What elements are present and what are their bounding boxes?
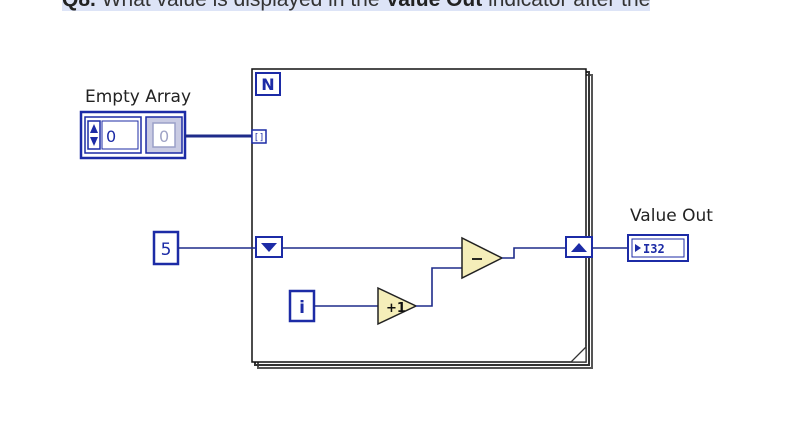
- numeric-constant[interactable]: 5: [152, 230, 180, 266]
- svg-text:[]: []: [254, 133, 265, 143]
- up-arrow-icon: [571, 243, 587, 252]
- auto-index-tunnel[interactable]: []: [251, 129, 267, 144]
- question-bold-term: Value Out: [385, 0, 482, 11]
- increment-wire[interactable]: [416, 267, 462, 307]
- down-arrow-icon: [261, 243, 277, 252]
- shift-register-left[interactable]: [255, 236, 283, 258]
- index-increment-arrows-icon[interactable]: [87, 120, 101, 150]
- count-terminal[interactable]: N: [255, 72, 281, 96]
- value-out-indicator[interactable]: I32: [627, 234, 689, 262]
- array-element-value: 0: [159, 127, 169, 146]
- indicator-type-label: I32: [643, 242, 665, 256]
- question-text: Q8. What value is displayed in the Value…: [62, 0, 651, 12]
- increment-label: +1: [386, 301, 406, 316]
- question-part1: What value is displayed in the: [102, 0, 380, 11]
- increment-function[interactable]: +1: [377, 286, 418, 326]
- question-part2: indicator after the: [488, 0, 650, 11]
- result-wire[interactable]: [502, 247, 566, 259]
- count-terminal-label: N: [261, 75, 274, 94]
- value-out-label: Value Out: [630, 206, 713, 226]
- iteration-terminal-label: i: [299, 298, 305, 318]
- empty-array-control[interactable]: 0 0: [79, 110, 187, 160]
- iteration-terminal[interactable]: i: [288, 289, 316, 323]
- question-number: Q8.: [62, 0, 96, 11]
- shift-register-right[interactable]: [565, 236, 593, 258]
- indicator-arrow-icon: [635, 244, 641, 252]
- subtract-function[interactable]: [461, 236, 504, 280]
- array-index-value: 0: [106, 127, 116, 146]
- for-loop-structure[interactable]: [251, 68, 593, 369]
- constant-value: 5: [161, 240, 172, 260]
- empty-array-label: Empty Array: [85, 87, 192, 107]
